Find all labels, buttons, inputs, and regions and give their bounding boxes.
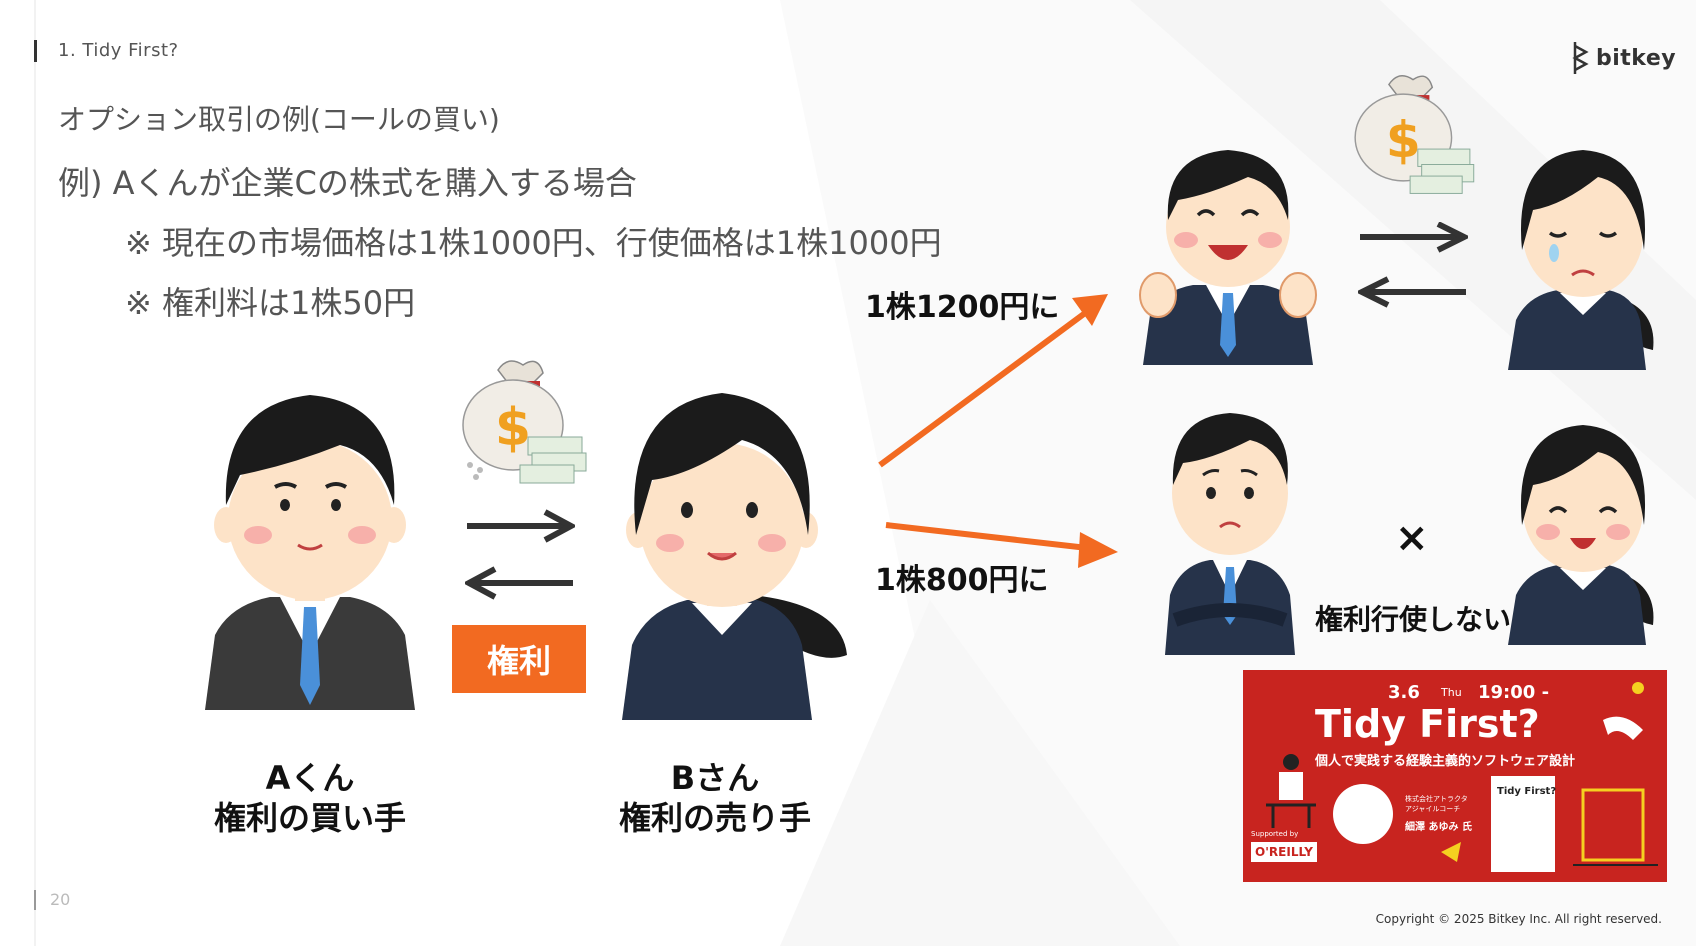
- slide-title: オプション取引の例(コールの買い): [58, 103, 500, 136]
- person-a-role: 権利の買い手: [213, 799, 406, 837]
- event-banner[interactable]: 3.6 Thu 19:00 - Tidy First? 個人で実践する経験主義的…: [1243, 670, 1667, 882]
- page-number: 20: [50, 890, 71, 909]
- bitkey-logo: bitkey: [1572, 38, 1676, 78]
- svg-text:$: $: [495, 398, 531, 458]
- copyright: Copyright © 2025 Bitkey Inc. All right r…: [1375, 912, 1662, 926]
- banner-org-line1: 株式会社アトラクタ: [1405, 795, 1468, 803]
- banner-supported-by: Supported by: [1251, 830, 1299, 838]
- logo-text: bitkey: [1596, 45, 1677, 71]
- no-exercise-label: 権利行使しない: [1315, 603, 1512, 636]
- person-b-role: 権利の売り手: [618, 799, 811, 837]
- person-a-caption: Aくん 権利の買い手: [200, 758, 420, 838]
- happy-buyer-illustration: [1139, 150, 1317, 365]
- money-bag-small-icon: $: [1354, 75, 1475, 194]
- banner-subtitle: 個人で実践する経験主義的ソフトウェア設計: [1315, 754, 1576, 769]
- book-cover: [1491, 776, 1555, 872]
- right-label-box: 権利: [452, 625, 586, 693]
- price-down-label: 1株800円に: [875, 563, 1049, 598]
- section-marker: [34, 40, 37, 62]
- smiling-seller-illustration: [1508, 425, 1654, 645]
- person-a-name: Aくん: [265, 759, 355, 797]
- banner-org-line2: アジャイルコーチ: [1405, 805, 1461, 813]
- exchange-arrows-small-icon: [1358, 222, 1468, 308]
- price-up-label: 1株1200円に: [865, 290, 1060, 325]
- scenario-arrows: [878, 294, 1118, 568]
- left-rule: [34, 0, 36, 946]
- banner-person-desk-icon: [1266, 754, 1316, 828]
- speaker-avatar: [1333, 784, 1393, 844]
- banner-decoration-icon: [1573, 682, 1658, 866]
- banner-speaker: 細澤 あゆみ 氏: [1405, 822, 1472, 833]
- exchange-arrows-icon: [465, 509, 575, 600]
- banner-triangle-icon: [1441, 842, 1461, 862]
- cross-mark: ×: [1395, 515, 1429, 561]
- banner-time: 19:00 -: [1478, 682, 1550, 703]
- person-b-name: Bさん: [670, 759, 760, 797]
- svg-text:$: $: [1386, 110, 1421, 169]
- banner-title: Tidy First?: [1315, 702, 1540, 746]
- banner-date: 3.6: [1388, 682, 1420, 703]
- note-price: ※ 現在の市場価格は1株1000円、行使価格は1株1000円: [125, 224, 942, 262]
- worried-buyer-illustration: [1165, 413, 1295, 655]
- section-label: 1. Tidy First?: [58, 40, 179, 61]
- bitkey-logo-icon: [1572, 42, 1589, 74]
- book-cover-title: Tidy First?: [1497, 786, 1557, 797]
- banner-day: Thu: [1441, 686, 1462, 699]
- person-a-illustration: [205, 395, 415, 710]
- money-bag-icon: $: [462, 360, 587, 484]
- example-heading: 例) Aくんが企業Cの株式を購入する場合: [58, 164, 637, 202]
- page-number-marker: [34, 890, 36, 910]
- banner-organization: 株式会社アトラクタ アジャイルコーチ: [1405, 794, 1468, 814]
- note-premium: ※ 権利料は1株50円: [125, 284, 416, 322]
- person-b-caption: Bさん 権利の売り手: [610, 758, 820, 838]
- oreilly-logo: O'REILLY: [1251, 842, 1317, 862]
- person-b-illustration: [622, 393, 847, 720]
- crying-seller-illustration: [1508, 150, 1654, 370]
